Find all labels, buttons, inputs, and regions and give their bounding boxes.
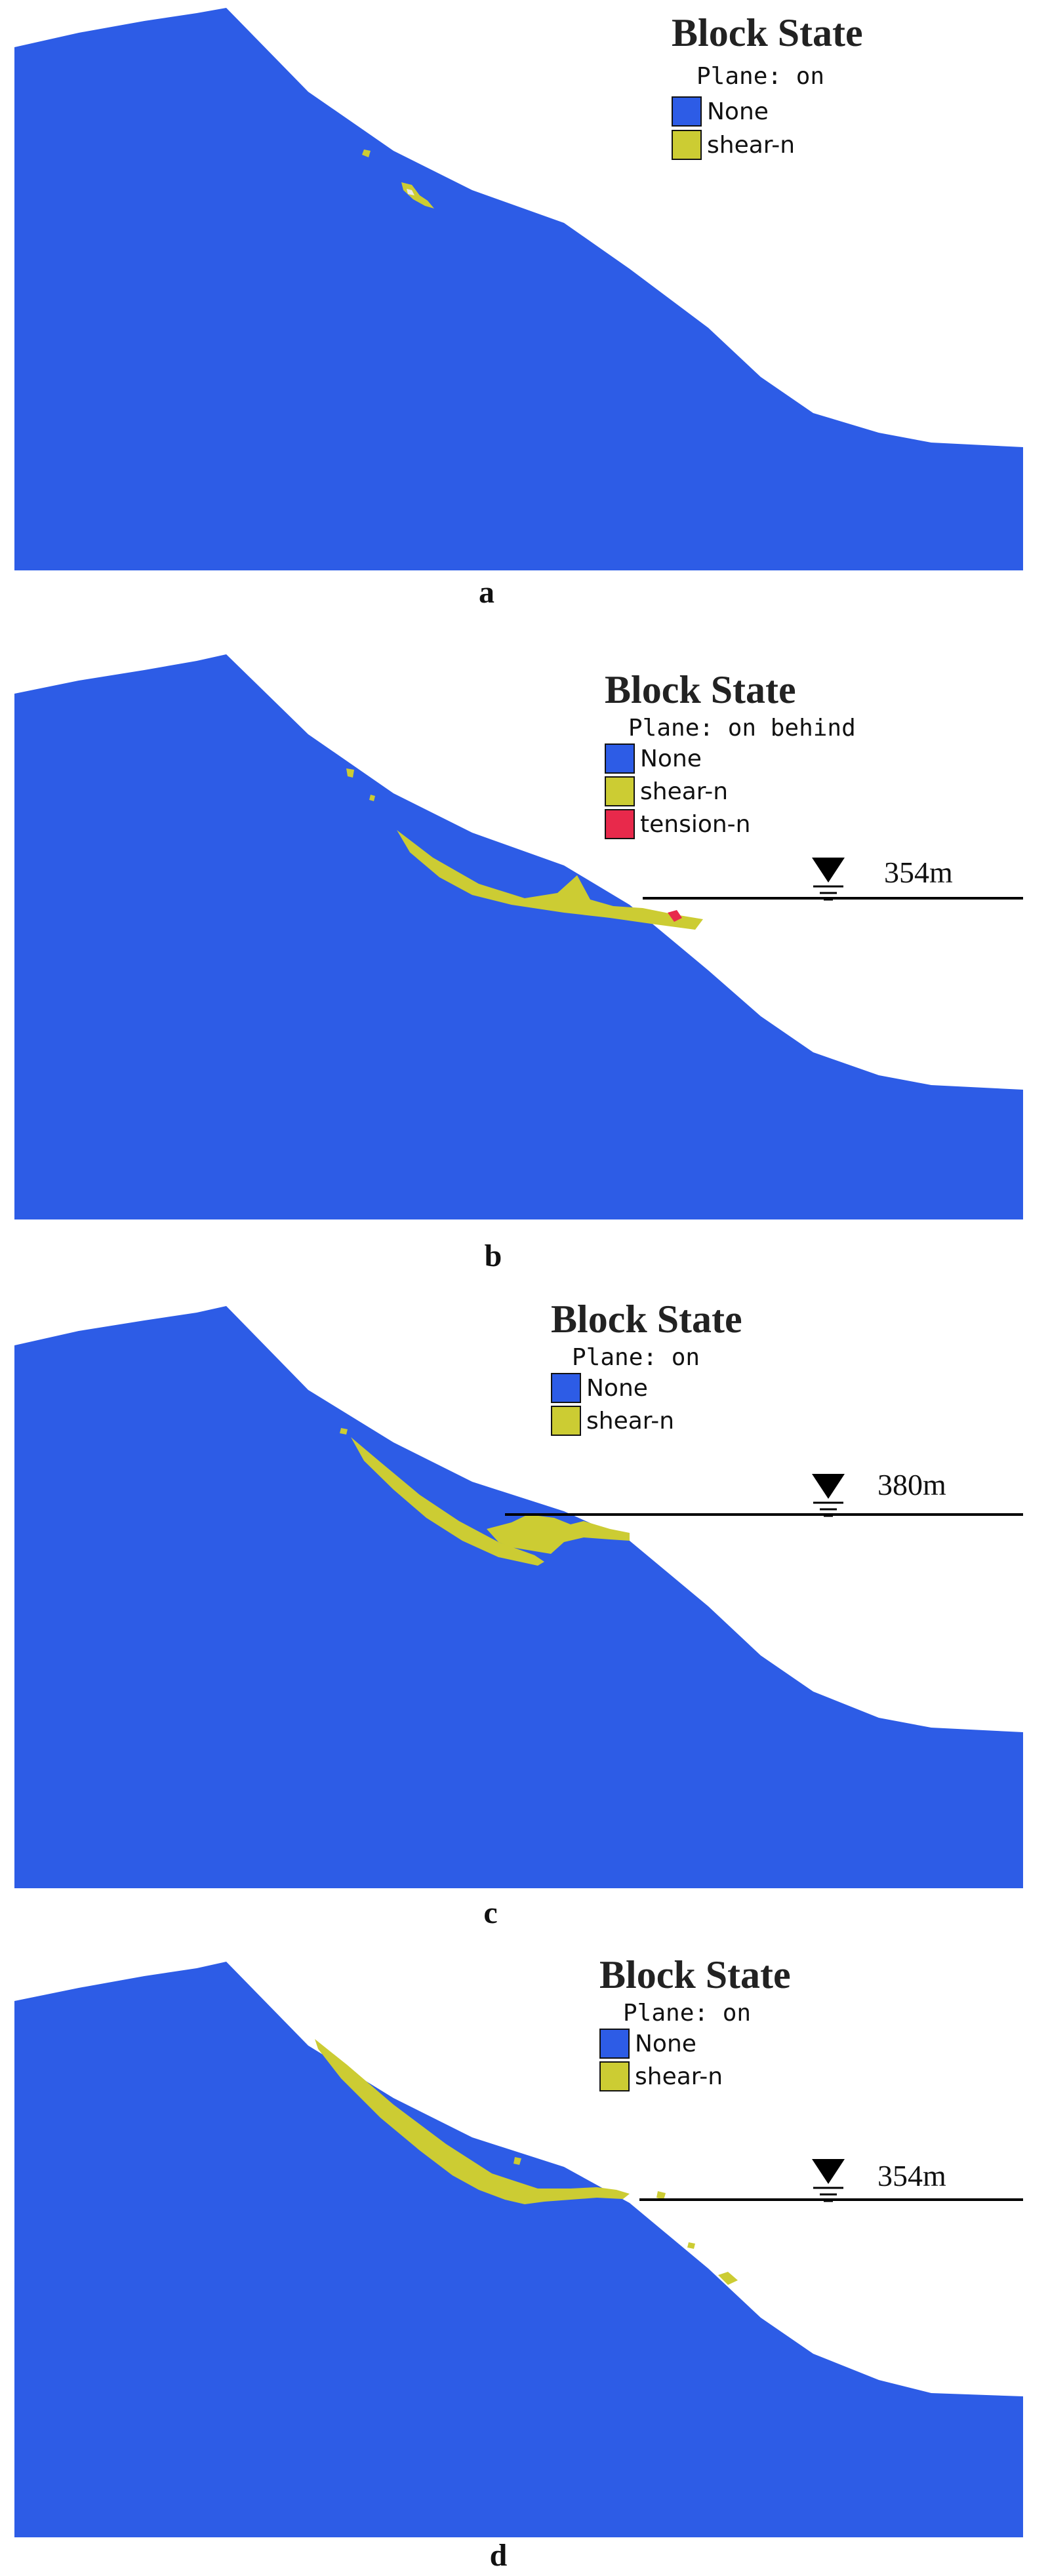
slope-model-c	[14, 1306, 1023, 1888]
shear-zone	[401, 182, 434, 208]
legend-swatch-none	[672, 96, 702, 127]
legend-label: None	[586, 1374, 648, 1402]
shear-zone	[362, 149, 371, 157]
shear-zone	[687, 2242, 695, 2249]
shear-zone	[718, 2272, 738, 2285]
legend-item-none: None	[551, 1372, 648, 1404]
legend-label: shear-n	[586, 1407, 675, 1435]
panel-a: Block State Plane: on None shear-n a	[0, 0, 1048, 610]
shear-zone	[351, 1437, 544, 1566]
slope-model-a	[14, 8, 1023, 570]
panel-d: 354m Block State Plane: on None shear-n …	[0, 1941, 1048, 2576]
slope-body	[14, 1962, 1023, 2537]
water-level-triangle-icon	[812, 858, 845, 901]
legend-title: Block State	[672, 11, 863, 54]
shear-zone	[315, 2039, 630, 2204]
legend-label: shear-n	[640, 778, 729, 805]
shear-zone	[407, 189, 414, 195]
water-level-label: 354m	[877, 2159, 946, 2192]
shear-zone	[397, 830, 703, 930]
shear-zone	[369, 795, 375, 801]
water-level-triangle-icon	[812, 2159, 845, 2202]
legend-swatch-tension	[605, 809, 635, 839]
water-level-label: 380m	[877, 1468, 946, 1501]
slope-body	[14, 654, 1023, 1219]
legend-title: Block State	[551, 1298, 742, 1341]
tension-zone	[668, 910, 682, 922]
legend-label: None	[640, 745, 702, 772]
legend-title: Block State	[599, 1953, 791, 1996]
slope-body	[14, 8, 1023, 570]
legend-swatch-shear	[605, 776, 635, 806]
slope-model-d	[14, 1962, 1023, 2537]
shear-zone	[656, 2191, 666, 2200]
legend-item-shear: shear-n	[672, 129, 795, 161]
water-level-label: 354m	[884, 856, 953, 889]
panel-c: 380m Block State Plane: on None shear-n …	[0, 1298, 1048, 1930]
legend-swatch-shear	[672, 130, 702, 160]
plane-label: Plane: on	[572, 1344, 700, 1371]
shear-zone	[340, 1428, 348, 1435]
panel-caption: b	[484, 1238, 502, 1273]
legend-swatch-none	[605, 743, 635, 774]
legend-swatch-none	[551, 1373, 581, 1403]
legend-swatch-shear	[551, 1406, 581, 1436]
legend-item-tension: tension-n	[605, 808, 751, 841]
legend-item-none: None	[672, 95, 769, 128]
legend-label: None	[635, 2030, 696, 2057]
plane-label: Plane: on behind	[628, 715, 856, 742]
plane-label: Plane: on	[623, 2000, 752, 2027]
legend-title: Block State	[605, 668, 796, 711]
legend-item-none: None	[599, 2027, 696, 2060]
legend-swatch-none	[599, 2029, 630, 2059]
legend-label: shear-n	[707, 131, 796, 159]
legend-label: shear-n	[635, 2063, 723, 2090]
plane-label: Plane: on	[696, 63, 825, 90]
water-level-triangle-icon	[812, 1474, 845, 1517]
legend-item-shear: shear-n	[599, 2060, 723, 2093]
legend-item-none: None	[605, 742, 702, 775]
shear-zone	[346, 768, 354, 778]
slope-model-b	[14, 654, 1023, 1219]
legend-label: None	[707, 98, 769, 125]
panel-caption: a	[479, 575, 494, 610]
shear-zone	[487, 1515, 630, 1554]
legend-label: tension-n	[640, 810, 751, 838]
legend-item-shear: shear-n	[551, 1404, 674, 1437]
panel-caption: d	[489, 2538, 508, 2573]
panel-caption: c	[483, 1895, 498, 1930]
slope-body	[14, 1306, 1023, 1888]
panel-b: 354m Block State Plane: on behind None s…	[0, 649, 1048, 1273]
legend-item-shear: shear-n	[605, 775, 728, 808]
shear-zone	[514, 2157, 521, 2165]
legend-swatch-shear	[599, 2061, 630, 2091]
